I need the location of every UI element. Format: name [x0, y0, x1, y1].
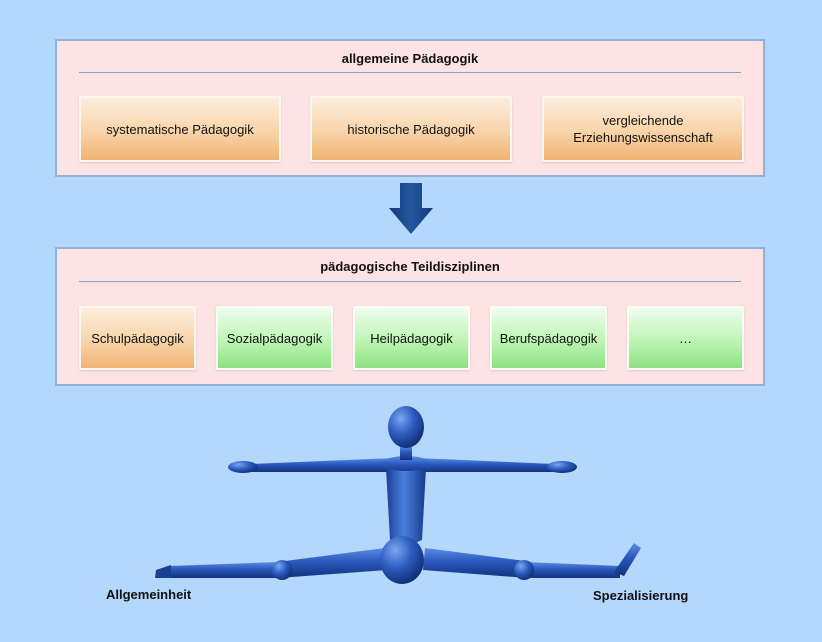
- comparative-education-box: vergleichende Erziehungswissenschaft: [542, 96, 744, 162]
- social-pedagogy-label: Sozialpädagogik: [226, 330, 323, 346]
- social-pedagogy-box: Sozialpädagogik: [216, 306, 333, 370]
- historical-pedagogy-label: historische Pädagogik: [347, 121, 475, 137]
- comparative-education-label: vergleichende Erziehungswissenschaft: [573, 113, 713, 145]
- more-disciplines-box: …: [627, 306, 744, 370]
- special-pedagogy-box: Heilpädagogik: [353, 306, 470, 370]
- down-arrow-icon: [389, 183, 433, 234]
- general-pedagogy-title: allgemeine Pädagogik: [341, 51, 479, 66]
- panel-divider: [79, 72, 741, 73]
- systematic-pedagogy-box: systematische Pädagogik: [79, 96, 281, 162]
- historical-pedagogy-box: historische Pädagogik: [310, 96, 512, 162]
- vocational-pedagogy-box: Berufspädagogik: [490, 306, 607, 370]
- school-pedagogy-box: Schulpädagogik: [79, 306, 196, 370]
- panel-divider: [79, 281, 741, 282]
- more-disciplines-label: …: [679, 330, 692, 346]
- school-pedagogy-label: Schulpädagogik: [91, 330, 184, 346]
- subdisciplines-title: pädagogische Teildisziplinen: [320, 259, 500, 274]
- systematic-pedagogy-label: systematische Pädagogik: [106, 121, 254, 137]
- figure-body: [155, 406, 641, 584]
- vocational-pedagogy-label: Berufspädagogik: [499, 330, 598, 346]
- generality-label: Allgemeinheit: [106, 587, 192, 602]
- special-pedagogy-label: Heilpädagogik: [370, 330, 453, 346]
- general-pedagogy-panel: allgemeine Pädagogik systematische Pädag…: [55, 39, 765, 177]
- subdisciplines-panel: pädagogische Teildisziplinen Schulpädago…: [55, 247, 765, 386]
- specialization-label: Spezialisierung: [593, 588, 689, 603]
